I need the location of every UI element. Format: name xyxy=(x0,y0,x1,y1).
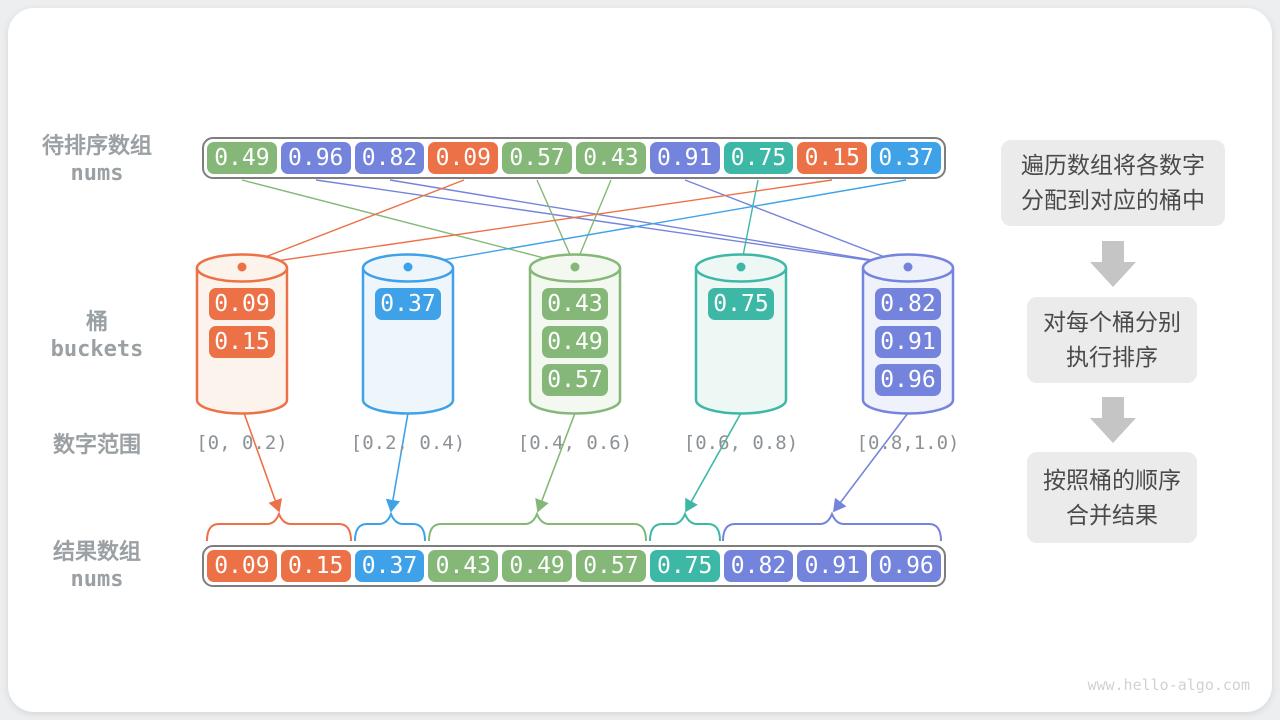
label-top-array-en: nums xyxy=(70,161,124,186)
bucket-item: 0.82 xyxy=(875,288,941,320)
label-buckets: 桶 buckets xyxy=(12,308,182,364)
array-cell: 0.49 xyxy=(502,550,572,582)
array-cell: 0.82 xyxy=(354,142,425,174)
array-cell: 0.96 xyxy=(871,550,941,582)
bucket-item: 0.96 xyxy=(875,364,941,396)
label-top-array-zh: 待排序数组 xyxy=(41,133,152,158)
array-cell: 0.57 xyxy=(502,142,572,174)
array-cell: 0.57 xyxy=(575,550,646,582)
bucket-range-label: [0, 0.2) xyxy=(196,432,288,454)
label-result-array-zh: 结果数组 xyxy=(52,539,141,564)
label-result-array-en: nums xyxy=(70,567,124,592)
bucket-item: 0.49 xyxy=(542,326,608,358)
flow-step-text: 遍历数组将各数字 xyxy=(1021,152,1205,178)
array-cell: 0.37 xyxy=(354,550,425,582)
array-cell: 0.15 xyxy=(797,142,868,174)
array-cell: 0.37 xyxy=(871,142,941,174)
array-cell: 0.09 xyxy=(207,550,277,582)
flow-step-text: 对每个桶分别 xyxy=(1043,309,1181,335)
top-array: 0.49 0.96 0.82 0.09 0.57 0.43 0.91 0.75 … xyxy=(202,137,946,179)
array-cell: 0.96 xyxy=(280,142,351,174)
flow-step-text: 分配到对应的桶中 xyxy=(1021,187,1205,213)
array-cell: 0.49 xyxy=(207,142,277,174)
flow-step-text: 执行排序 xyxy=(1066,344,1158,370)
bucket-range-label: [0.4, 0.6) xyxy=(517,432,633,454)
bucket-item: 0.75 xyxy=(708,288,774,320)
label-range-row: 数字范围 xyxy=(12,431,182,459)
label-top-array: 待排序数组 nums xyxy=(12,132,182,188)
flow-step-text: 合并结果 xyxy=(1066,501,1158,528)
flow-step-text: 按照桶的顺序 xyxy=(1043,466,1181,493)
bucket-range-label: [0.8,1.0) xyxy=(856,432,960,454)
array-cell: 0.09 xyxy=(428,142,499,174)
bucket-range-label: [0.6, 0.8) xyxy=(683,432,799,454)
bucket-item: 0.43 xyxy=(542,288,608,320)
bucket-range-label: [0.2, 0.4) xyxy=(350,432,466,454)
bucket-item: 0.09 xyxy=(209,288,275,320)
bucket-item: 0.15 xyxy=(209,326,275,358)
label-buckets-en: buckets xyxy=(50,337,144,362)
label-range-row-zh: 数字范围 xyxy=(52,432,141,457)
array-cell: 0.91 xyxy=(797,550,868,582)
bucket-item: 0.57 xyxy=(542,364,608,396)
array-cell: 0.43 xyxy=(428,550,499,582)
result-array: 0.09 0.15 0.37 0.43 0.49 0.57 0.75 0.82 … xyxy=(202,545,946,587)
label-result-array: 结果数组 nums xyxy=(12,538,182,594)
array-cell: 0.43 xyxy=(575,142,646,174)
flow-step-sort: 对每个桶分别 执行排序 xyxy=(1027,297,1197,383)
label-buckets-zh: 桶 xyxy=(85,309,108,334)
array-cell: 0.91 xyxy=(649,142,720,174)
array-cell: 0.75 xyxy=(649,550,720,582)
array-cell: 0.75 xyxy=(723,142,794,174)
watermark: www.hello-algo.com xyxy=(1087,676,1250,694)
flow-step-merge: 按照桶的顺序 合并结果 xyxy=(1027,452,1197,543)
array-cell: 0.15 xyxy=(280,550,351,582)
bucket-item: 0.37 xyxy=(375,288,441,320)
array-cell: 0.82 xyxy=(723,550,794,582)
bucket-item: 0.91 xyxy=(875,326,941,358)
flow-step-distribute: 遍历数组将各数字 分配到对应的桶中 xyxy=(1001,140,1225,226)
